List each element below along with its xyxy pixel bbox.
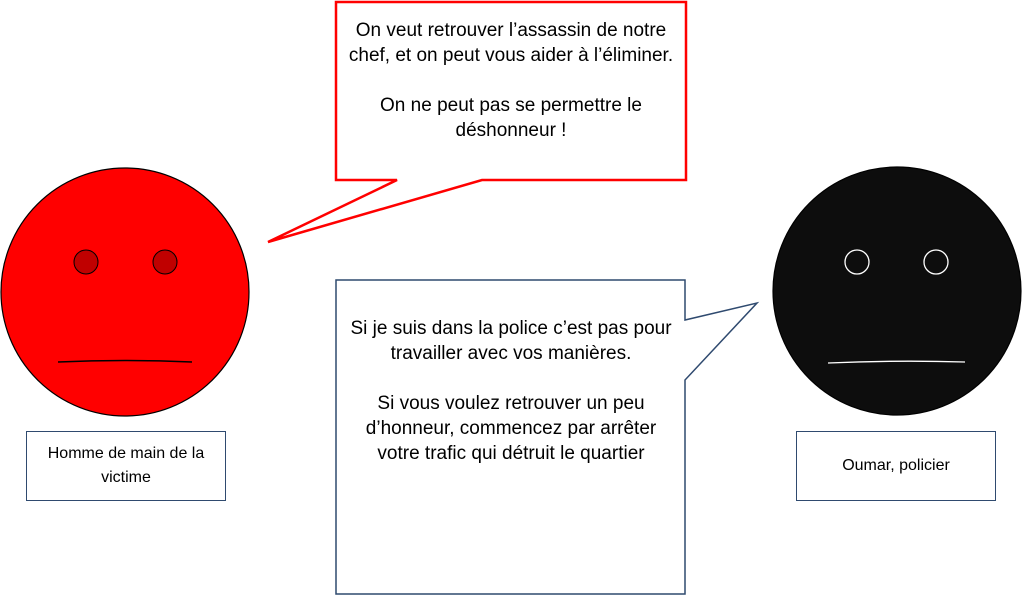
henchman-right-eye	[152, 249, 178, 275]
policeman-mouth	[827, 360, 966, 364]
police-speech-bubble	[335, 279, 760, 595]
gang-bubble-text: On veut retrouver l’assassin de notre ch…	[340, 18, 682, 143]
henchman-left-eye	[73, 249, 99, 275]
policeman-label: Oumar, policier	[796, 431, 996, 501]
policeman-left-eye	[844, 249, 870, 275]
policeman-right-eye	[923, 249, 949, 275]
police-paragraph-1: Si je suis dans la police c’est pas pour…	[350, 318, 672, 364]
henchman-label: Homme de main de la victime	[26, 431, 226, 501]
police-bubble-text: Si je suis dans la police c’est pas pour…	[340, 316, 682, 466]
henchman-mouth	[57, 359, 193, 363]
police-paragraph-2: Si vous voulez retrouver un peu d’honneu…	[365, 393, 657, 464]
policeman-face	[772, 166, 1022, 416]
henchman-head	[0, 167, 250, 417]
policeman-head	[772, 166, 1022, 416]
gang-speech-bubble	[267, 0, 688, 244]
henchman-face	[0, 167, 250, 417]
gang-paragraph-2: On ne peut pas se permettre le déshonneu…	[380, 95, 642, 141]
gang-paragraph-1: On veut retrouver l’assassin de notre ch…	[348, 20, 674, 66]
